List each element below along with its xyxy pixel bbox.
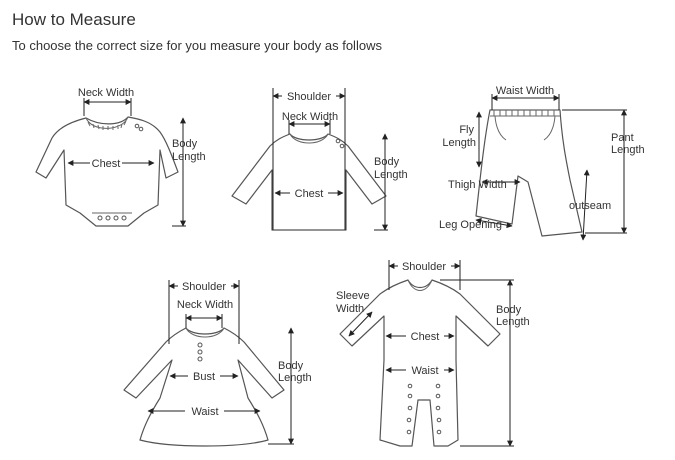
snap-button	[406, 417, 412, 423]
dress-button	[197, 356, 203, 362]
bodysuit-figure: Neck Width Chest Body Length	[35, 87, 206, 227]
snap-button	[407, 383, 413, 389]
body-length-label: Length	[374, 169, 408, 181]
tshirt-collar	[289, 133, 329, 144]
leg-opening-label: Leg Opening	[439, 219, 502, 231]
body-length-label: Length	[496, 316, 530, 328]
bodysuit-outline	[35, 116, 179, 227]
dress-collar	[185, 327, 225, 338]
body-length-label: Length	[172, 151, 206, 163]
pants-waistband	[490, 109, 560, 117]
sleeve-width-label: Width	[336, 303, 364, 315]
romper-collar	[407, 279, 433, 291]
leg-opening-arrow	[475, 217, 513, 229]
snap-button	[407, 393, 413, 399]
shoulder-button	[339, 143, 345, 149]
romper-figure: Shoulder Sleeve Width Chest Waist Body L…	[336, 260, 530, 447]
waist-width-label: Waist Width	[496, 85, 554, 97]
snap-button	[97, 215, 103, 221]
pants-pockets	[494, 115, 556, 141]
snap-button	[113, 215, 119, 221]
bodysuit-collar	[85, 116, 129, 130]
body-length-label: Body	[496, 304, 522, 316]
shoulder-label: Shoulder	[182, 281, 226, 293]
waist-label: Waist	[411, 365, 438, 377]
neck-width-label: Neck Width	[177, 299, 233, 311]
snap-button	[436, 429, 442, 435]
body-length-label: Length	[278, 372, 312, 384]
fly-length-label: Fly	[459, 124, 474, 136]
dress-outline	[123, 327, 285, 447]
dress-figure: Shoulder Neck Width Bust Waist Body Leng…	[123, 280, 312, 447]
chest-label: Chest	[92, 158, 121, 170]
dress-button	[197, 349, 203, 355]
shoulder-button	[138, 126, 144, 132]
snap-button	[435, 405, 441, 411]
snap-button	[406, 429, 412, 435]
pants-figure: Waist Width Fly Length Pant Length Thigh…	[439, 85, 645, 241]
fly-length-label: Length	[442, 137, 476, 149]
snap-button	[407, 405, 413, 411]
sleeve-width-arrow	[348, 311, 373, 337]
bust-label: Bust	[193, 371, 215, 383]
pant-length-label: Length	[611, 144, 645, 156]
snap-button	[435, 393, 441, 399]
snap-button	[435, 383, 441, 389]
pants-outline	[475, 109, 583, 237]
chest-label: Chest	[295, 188, 324, 200]
thigh-width-label: Thigh Width	[448, 179, 507, 191]
shoulder-label: Shoulder	[287, 91, 331, 103]
neck-width-label: Neck Width	[282, 111, 338, 123]
outseam-arrow	[580, 169, 590, 241]
page-subtitle: To choose the correct size for you measu…	[12, 38, 382, 53]
waist-label: Waist	[191, 406, 218, 418]
pant-length-label: Pant	[611, 132, 634, 144]
chest-label: Chest	[411, 331, 440, 343]
snap-button	[436, 417, 442, 423]
body-length-label: Body	[172, 138, 198, 150]
romper-outline	[339, 279, 501, 447]
dress-button	[197, 342, 203, 348]
outseam-label: outseam	[569, 200, 611, 212]
sleeve-width-label: Sleeve	[336, 290, 370, 302]
body-length-label: Body	[374, 156, 400, 168]
page-title: How to Measure	[12, 10, 136, 29]
shoulder-button	[134, 123, 140, 129]
neck-width-label: Neck Width	[78, 87, 134, 99]
shoulder-label: Shoulder	[402, 261, 446, 273]
body-length-label: Body	[278, 360, 304, 372]
snap-button	[105, 215, 111, 221]
tshirt-figure: Shoulder Neck Width Chest Body Length	[231, 88, 408, 231]
shoulder-button	[335, 138, 341, 144]
snap-button	[121, 215, 127, 221]
tshirt-outline	[231, 133, 387, 231]
